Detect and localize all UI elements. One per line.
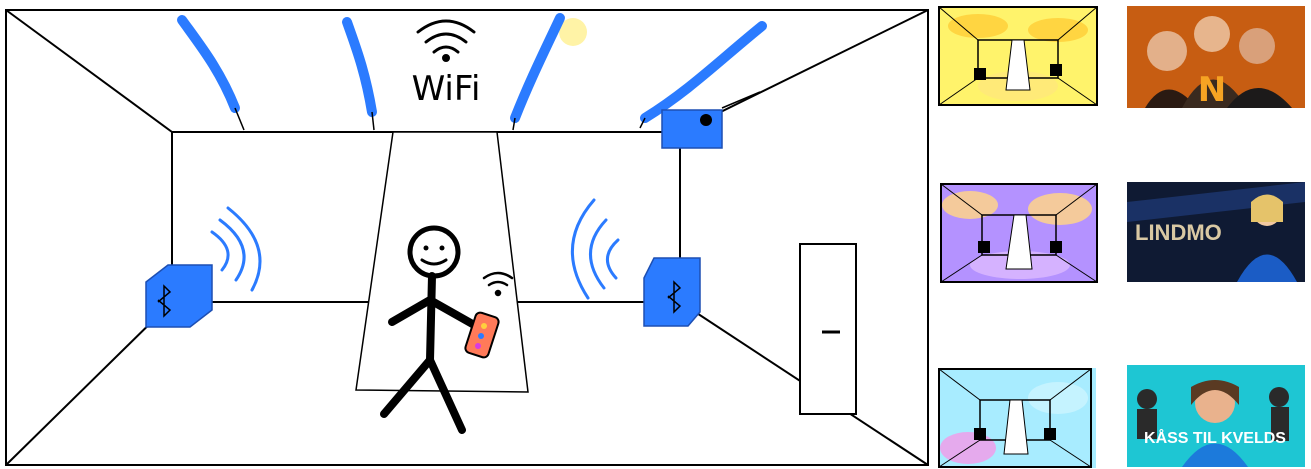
- show-logo: N: [1198, 70, 1226, 108]
- led-strip: [342, 17, 377, 131]
- main-room-sketch: WiFi: [5, 9, 929, 466]
- scene-thumbnail[interactable]: [938, 6, 1098, 106]
- room-edge: [5, 9, 173, 133]
- smartphone-icon: [464, 271, 514, 359]
- show-title: KÅSS TIL KVELDS: [1144, 428, 1286, 447]
- bluetooth-speaker-right: [570, 198, 701, 327]
- projector-icon: [661, 91, 761, 149]
- bluetooth-icon: [157, 284, 172, 318]
- bluetooth-speaker-left: [145, 206, 262, 328]
- scene-thumbnail[interactable]: [940, 183, 1098, 283]
- sound-waves: [570, 198, 620, 300]
- door-icon: [799, 243, 857, 415]
- show-title: LINDMO: [1135, 220, 1222, 245]
- led-strip: [510, 13, 587, 131]
- stick-figure-icon: [380, 225, 480, 434]
- scene-thumbnail[interactable]: [938, 368, 1096, 468]
- show-thumbnail[interactable]: KÅSS TIL KVELDS: [1127, 365, 1305, 467]
- sound-waves: [210, 206, 262, 292]
- show-thumbnail[interactable]: N: [1127, 6, 1305, 108]
- led-strip: [177, 15, 245, 131]
- show-thumbnail[interactable]: LINDMO: [1127, 182, 1305, 282]
- led-strip: [639, 21, 767, 129]
- room-edge: [5, 301, 173, 466]
- wifi-icon: [416, 19, 476, 62]
- wifi-label: WiFi: [412, 69, 481, 109]
- bluetooth-icon: [667, 280, 682, 314]
